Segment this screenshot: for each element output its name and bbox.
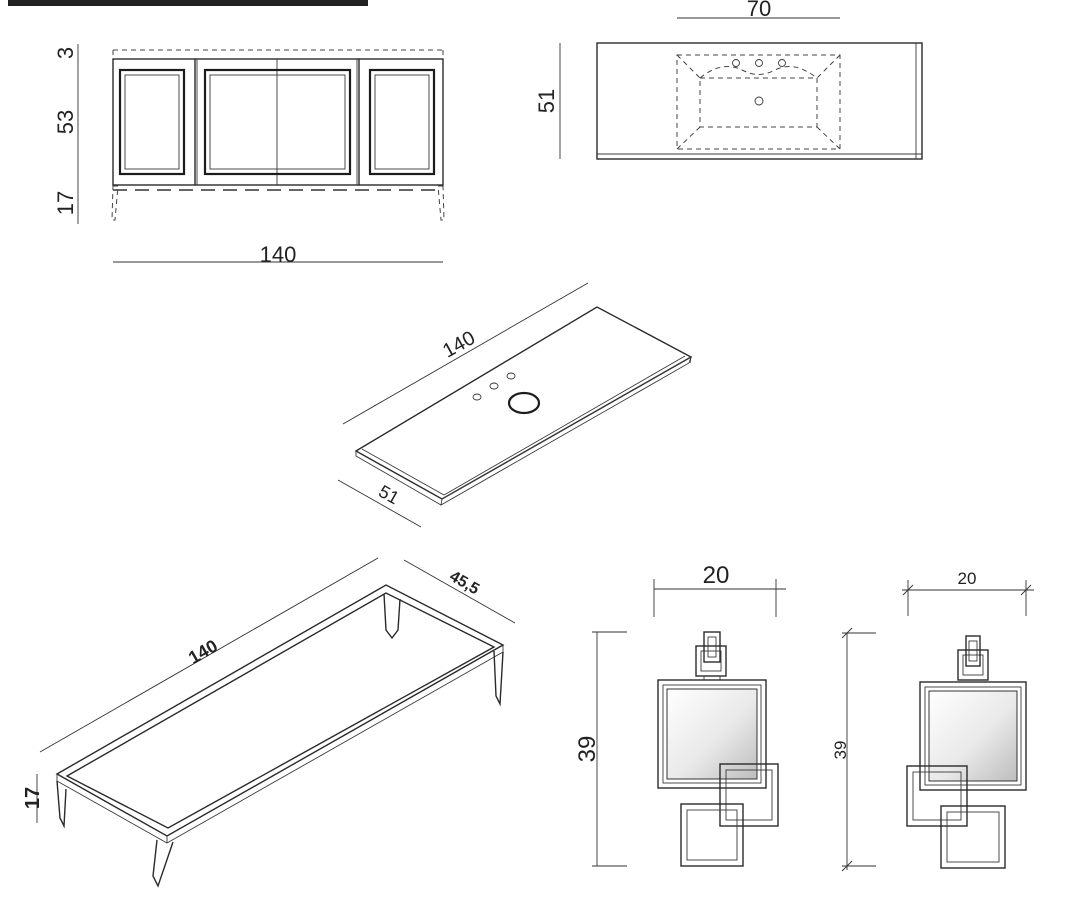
sconce-front-width-label: 20 <box>703 562 730 589</box>
cropped-header-fragment <box>8 0 368 6</box>
front-top-label: 3 <box>53 47 78 59</box>
frame-base-isometric <box>55 584 505 888</box>
top-basin-width-label: 70 <box>747 0 771 21</box>
sconce-side-height-label: 39 <box>831 741 850 760</box>
front-dimensions: 140 3 53 17 <box>53 44 443 267</box>
front-width-label: 140 <box>260 242 297 267</box>
worktop-length-label: 140 <box>439 327 479 362</box>
top-view-dimensions: 70 51 <box>534 0 840 159</box>
top-depth-label: 51 <box>534 89 559 113</box>
front-legs-label: 17 <box>53 191 78 215</box>
sconce-side-dimensions: 20 39 <box>831 569 1034 872</box>
front-body-label: 53 <box>53 110 78 134</box>
worktop-depth-label: 51 <box>375 481 402 508</box>
sconce-front-view <box>657 631 779 867</box>
sconce-front-height-label: 39 <box>574 736 601 763</box>
frame-dimensions: 140 45,5 17 <box>22 557 516 823</box>
cabinet-top-view <box>596 42 923 160</box>
sconce-front-dimensions: 20 39 <box>574 562 786 867</box>
frame-length-label: 140 <box>185 636 221 668</box>
frame-height-label: 17 <box>22 787 44 809</box>
cabinet-front-elevation <box>111 49 445 221</box>
sconce-side-view <box>906 635 1027 869</box>
sconce-side-width-label: 20 <box>958 569 977 588</box>
worktop-isometric <box>354 306 693 506</box>
